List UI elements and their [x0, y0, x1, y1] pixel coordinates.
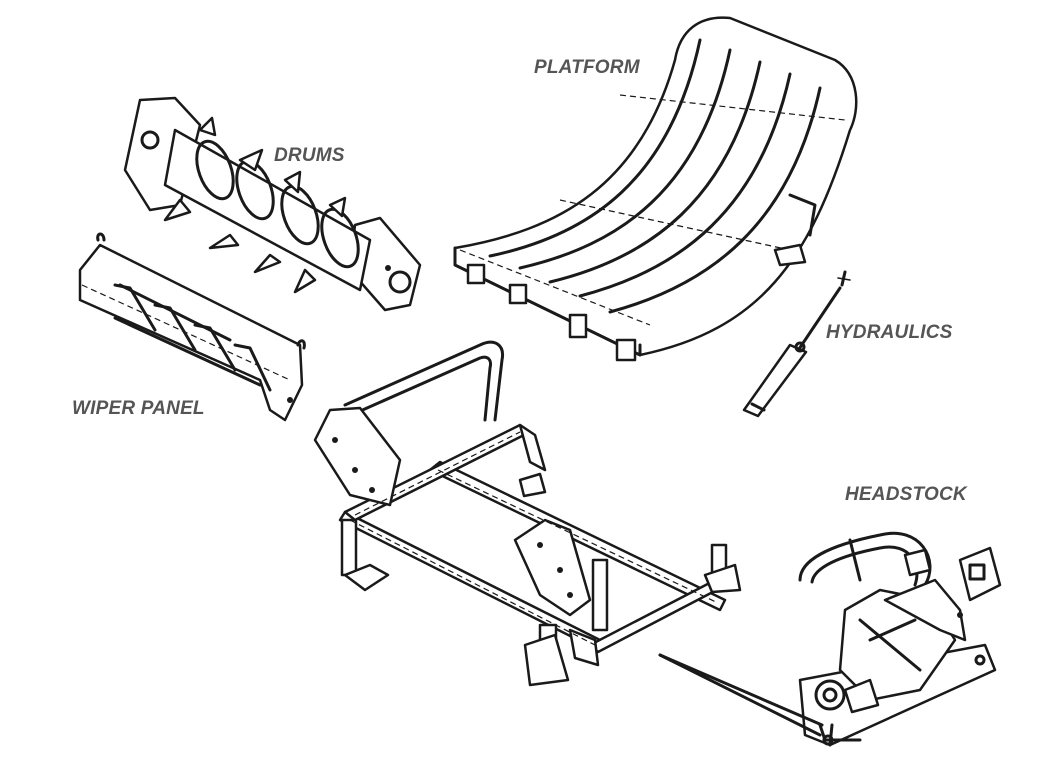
drums-label: DRUMS: [274, 145, 345, 166]
frame-part: [313, 340, 742, 687]
hydraulics-part: [742, 270, 851, 418]
platform-part: [453, 16, 858, 362]
platform-label: PLATFORM: [534, 57, 640, 78]
drums-part: [123, 96, 422, 312]
headstock-label: HEADSTOCK: [845, 484, 967, 505]
hydraulics-label: HYDRAULICS: [826, 322, 953, 343]
wiper-panel-label: WIPER PANEL: [72, 398, 205, 419]
headstock-part: [658, 531, 1002, 747]
wiper-panel-part: [78, 232, 306, 422]
